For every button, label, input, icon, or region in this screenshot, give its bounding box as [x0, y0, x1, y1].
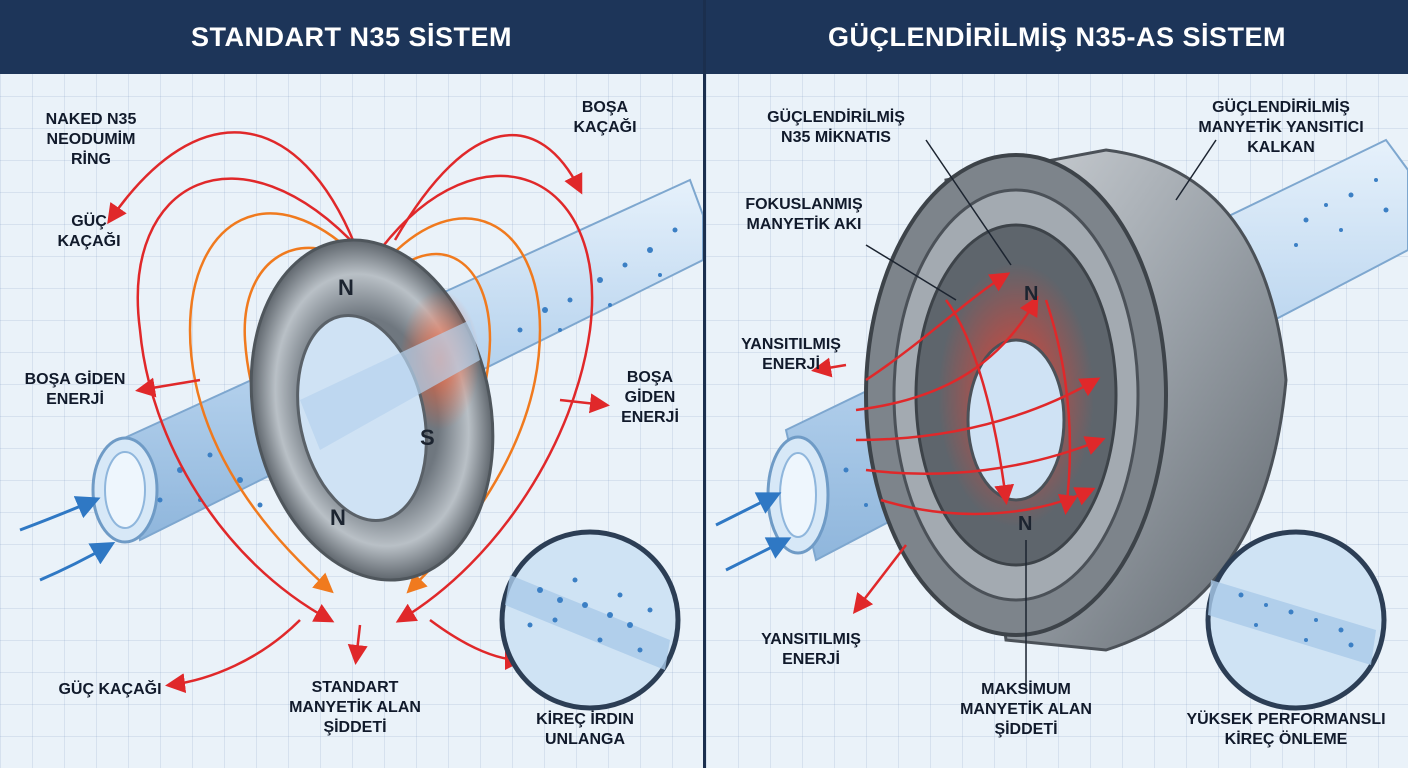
standard-system-panel: STANDART N35 SİSTEM — [0, 0, 703, 768]
label-scale-inset: KİREÇ İRDIN UNLANGA — [536, 711, 634, 748]
performance-inset-magnifier — [1205, 529, 1387, 711]
standard-system-illustration: N S N — [19, 131, 703, 711]
label-focused-flux: FOKUSLANMIŞ MANYETİK AKI — [745, 196, 863, 233]
pole-label-n-top: N — [338, 275, 354, 300]
reinforced-system-illustration: N N — [715, 138, 1408, 711]
label-wasted-energy-right: BOŞA GİDEN ENERJİ — [621, 369, 679, 426]
label-standard-field: STANDART MANYETİK ALAN ŞİDDETİ — [289, 679, 421, 736]
label-naked-ring: NAKED N35 NEODUMİM RİNG — [45, 111, 137, 168]
label-wasted-leak-top: BOŞA KAÇAĞI — [573, 99, 637, 136]
pole-label-s: S — [420, 425, 435, 450]
pole-label-n-bottom-right: N — [1018, 513, 1032, 535]
label-wasted-energy-left: BOŞA GİDEN ENERJİ — [24, 371, 126, 408]
pole-label-n-top-right: N — [1024, 283, 1038, 305]
label-power-leak-bottom: GÜÇ KAÇAĞI — [58, 681, 162, 698]
reinforced-system-title: GÜÇLENDİRİLMİŞ N35-AS SİSTEM — [706, 0, 1408, 74]
leader-lines — [865, 139, 1217, 690]
standard-system-title: STANDART N35 SİSTEM — [0, 0, 703, 74]
label-reflected-energy-top: YANSITILMIŞ ENERJİ — [741, 336, 841, 373]
label-max-field: MAKSİMUM MANYETİK ALAN ŞİDDETİ — [960, 681, 1092, 738]
scale-inset-magnifier — [499, 529, 681, 711]
label-power-leak-top: GÜÇ KAÇAĞI — [57, 213, 121, 250]
label-reflected-energy-bottom: YANSITILMIŞ ENERJİ — [761, 631, 861, 668]
label-shield: GÜÇLENDİRİLMİŞ MANYETİK YANSITICI KALKAN — [1198, 99, 1364, 156]
label-high-performance: YÜKSEK PERFORMANSLI KİREÇ ÖNLEME — [1186, 711, 1386, 748]
label-reinforced-magnet: GÜÇLENDİRİLMİŞ N35 MİKNATIS — [767, 109, 905, 146]
reinforced-system-panel: GÜÇLENDİRİLMİŞ N35-AS SİSTEM — [706, 0, 1408, 768]
panel-divider — [703, 0, 706, 768]
pole-label-n-bottom: N — [330, 505, 346, 530]
focused-field-lines — [811, 272, 1106, 614]
